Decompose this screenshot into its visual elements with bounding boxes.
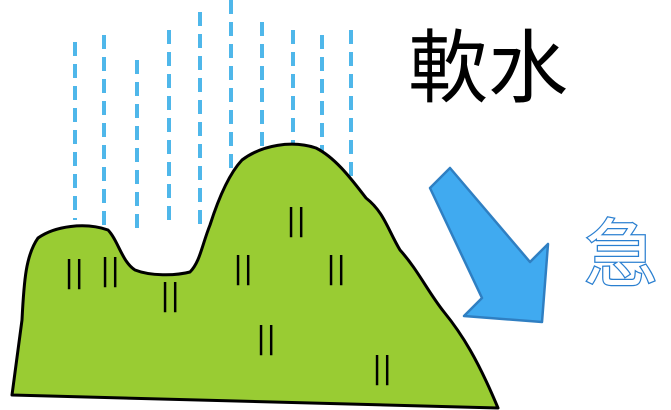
grass-mark: ||	[64, 255, 84, 290]
grass-mark: ||	[286, 203, 306, 238]
grass-mark: ||	[326, 251, 346, 286]
soft-water-title: 軟水	[408, 22, 568, 115]
grass-mark: ||	[160, 278, 180, 313]
grass-mark: ||	[256, 321, 276, 356]
mountain-shape	[10, 142, 500, 410]
down-right-arrow-icon	[428, 166, 550, 324]
grass-mark: ||	[233, 251, 253, 286]
grass-marks: || || || || || || || ||	[64, 203, 392, 386]
steep-label: 急	[584, 212, 658, 298]
grass-mark: ||	[100, 253, 120, 288]
grass-mark: ||	[372, 351, 392, 386]
